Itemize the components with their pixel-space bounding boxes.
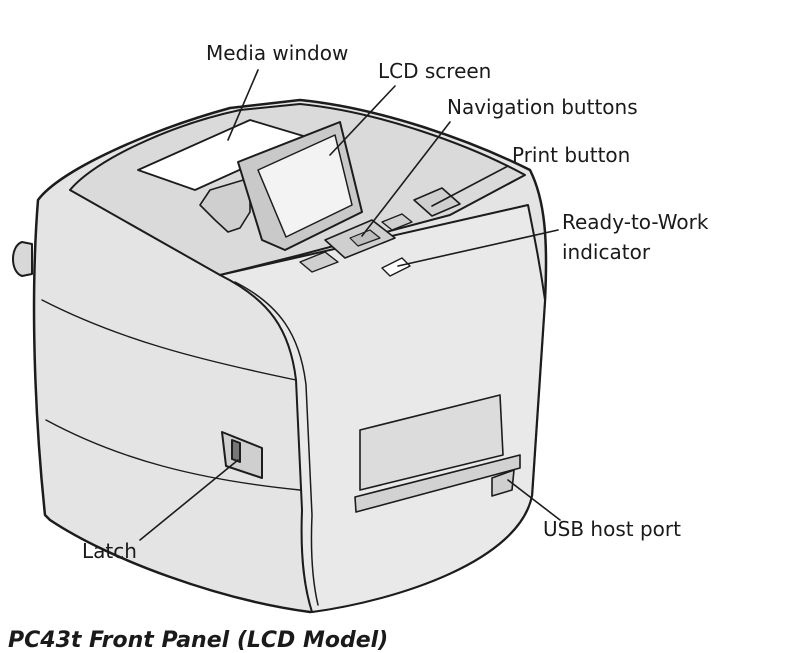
ready-to-work-indicator [381,257,411,277]
leader-navigation-buttons [361,121,451,237]
navigation-buttons-label: Navigation buttons [447,95,638,119]
media-slot-frame [359,394,504,491]
usb-port [491,469,515,497]
leader-ready-to-work [397,229,559,267]
leader-lcd-screen [329,85,396,156]
secondary-button-left [299,251,339,273]
print-button-label: Print button [512,143,631,167]
leader-print-button [431,165,509,207]
front-panel [219,204,546,613]
media-window-label: Media window [206,41,349,65]
side-seam-lower [45,419,301,491]
usb-host-port-label: USB host port [543,517,681,541]
secondary-button-right [381,213,413,231]
print-button [413,187,461,217]
front-panel-trim [234,281,319,606]
side-seam-upper [41,299,297,381]
side-knob [12,241,33,277]
ready-to-work-label-line1: Ready-to-Work [562,210,709,234]
media-exit-slot [354,454,521,513]
latch-slot [231,439,241,463]
leader-usb-host-port [507,479,561,521]
figure-caption: PC43t Front Panel (LCD Model) [8,628,389,653]
latch-label: Latch [82,539,137,563]
leader-media-window [227,69,259,141]
leader-latch [139,459,239,541]
ready-to-work-label-line2: indicator [562,240,651,264]
navigation-buttons-center [349,229,381,247]
lcd-screen-label: LCD screen [378,59,492,83]
lcd-screen [257,134,353,238]
